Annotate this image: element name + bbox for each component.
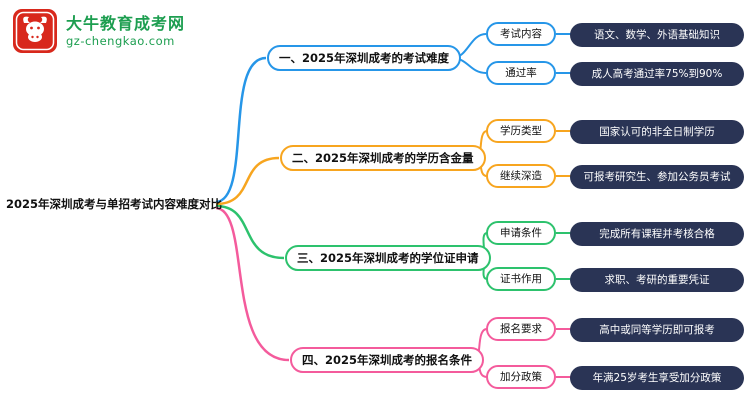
central-topic: 2025年深圳成考与单招考试内容难度对比 xyxy=(6,197,223,211)
ox-logo-icon xyxy=(13,9,57,53)
branch-node-1: 一、2025年深圳成考的考试难度 xyxy=(267,45,462,71)
item-label: 通过率 xyxy=(486,61,556,85)
logo-title: 大牛教育成考网 xyxy=(66,13,186,33)
item-value: 高中或同等学历即可报考 xyxy=(570,318,744,342)
item-label: 报名要求 xyxy=(486,317,556,341)
item-label: 申请条件 xyxy=(486,221,556,245)
item-label: 证书作用 xyxy=(486,267,556,291)
item-value: 国家认可的非全日制学历 xyxy=(570,120,744,144)
item-label: 学历类型 xyxy=(486,119,556,143)
item-label: 加分政策 xyxy=(486,365,556,389)
logo: 大牛教育成考网 gz-chengkao.com xyxy=(12,8,185,54)
item-value: 成人高考通过率75%到90% xyxy=(570,62,744,86)
item-value: 求职、考研的重要凭证 xyxy=(570,268,744,292)
item-value: 完成所有课程并考核合格 xyxy=(570,222,744,246)
logo-text: 大牛教育成考网 gz-chengkao.com xyxy=(66,14,185,49)
logo-url: gz-chengkao.com xyxy=(66,33,175,48)
branch-node-2: 二、2025年深圳成考的学历含金量 xyxy=(280,145,486,171)
branch-node-4: 四、2025年深圳成考的报名条件 xyxy=(290,347,485,373)
item-value: 可报考研究生、参加公务员考试 xyxy=(570,165,744,189)
item-value: 语文、数学、外语基础知识 xyxy=(570,23,744,47)
item-label: 考试内容 xyxy=(486,22,556,46)
item-label: 继续深造 xyxy=(486,164,556,188)
item-value: 年满25岁考生享受加分政策 xyxy=(570,366,744,390)
branch-node-3: 三、2025年深圳成考的学位证申请 xyxy=(285,245,491,271)
